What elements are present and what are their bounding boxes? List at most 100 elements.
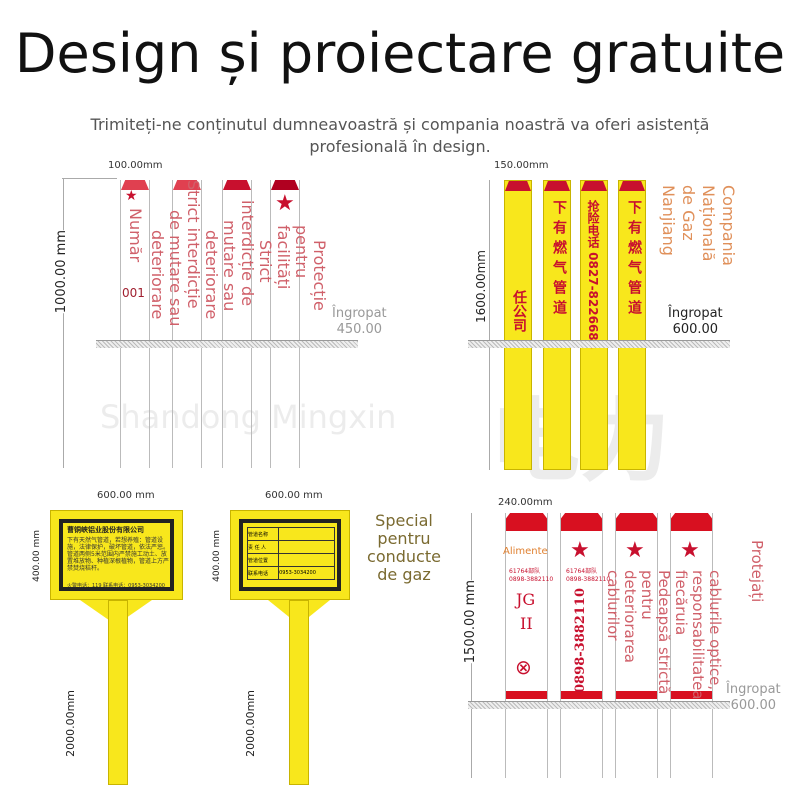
width-dimension: 240.00mm xyxy=(498,497,553,508)
post-text: 任公司 xyxy=(511,290,527,332)
graphic-element xyxy=(505,181,531,191)
height-dimension: 1000.00 mm xyxy=(54,230,69,314)
label: cablurilor xyxy=(604,570,622,641)
label: Protejați xyxy=(748,540,766,603)
label: deteriorarea xyxy=(621,570,639,663)
graphic-element xyxy=(278,540,335,554)
marker-post xyxy=(270,180,300,468)
graphic-element: Special xyxy=(375,511,433,530)
graphic-element xyxy=(121,180,149,190)
graphic-element xyxy=(506,513,547,531)
graphic-element: Îngropat xyxy=(726,682,781,697)
page-title: Design și proiectare gratuite xyxy=(14,22,786,85)
graphic-element: 联系电话 xyxy=(246,566,280,580)
label: mutare sau xyxy=(220,220,239,312)
height-dimension: 400.00 mm xyxy=(32,530,42,582)
label: Compania xyxy=(719,185,738,266)
ground-line xyxy=(468,340,730,348)
graphic-element: 600.00 xyxy=(730,698,777,713)
graphic-element xyxy=(561,691,602,699)
label: pentru xyxy=(292,225,311,279)
graphic-element: 管道位置 xyxy=(246,553,335,567)
graphic-element: pentru xyxy=(377,529,431,548)
graphic-element xyxy=(62,178,117,179)
graphic-element: 0898-3882110 xyxy=(573,588,588,693)
label: Strict xyxy=(256,240,275,283)
graphic-element xyxy=(616,513,657,531)
marker-post xyxy=(560,513,603,778)
graphic-element: JG xyxy=(516,590,536,609)
marker-post xyxy=(222,180,252,468)
label: cablurile optice, xyxy=(706,570,724,691)
label: de mutare sau xyxy=(166,210,185,327)
graphic-element xyxy=(619,181,645,191)
sign-pole xyxy=(289,600,309,785)
graphic-element: 管道名称 xyxy=(246,527,335,541)
post-text: 抢险电话 0827-8226688 xyxy=(586,200,600,350)
marker-post xyxy=(120,180,150,468)
width-dimension: 100.00mm xyxy=(108,160,163,171)
label: interdicție de xyxy=(238,200,257,307)
post-number: 001 xyxy=(122,286,145,300)
graphic-element: 下有天然气管道，若想养殖：管道设施，法律保护，破坏管道，依法严惩。管道两侧5米范… xyxy=(67,537,170,572)
graphic-element: 曹铜峡铝业股份有限公司 xyxy=(67,526,144,534)
graphic-element xyxy=(63,178,64,468)
marker-post xyxy=(580,180,608,470)
height-dimension: 400.00 mm xyxy=(212,530,222,582)
graphic-element xyxy=(59,519,174,591)
graphic-element: II xyxy=(520,614,533,633)
no-dig-icon: ⊗ xyxy=(515,655,532,679)
graphic-element xyxy=(271,180,299,190)
graphic-element xyxy=(489,180,490,470)
graphic-element: 责 任 人 xyxy=(246,540,335,554)
graphic-element xyxy=(278,553,335,567)
graphic-element xyxy=(223,180,251,190)
marker-post xyxy=(618,180,646,470)
graphic-element: Îngropat xyxy=(332,306,387,321)
graphic-element xyxy=(581,181,607,191)
graphic-element xyxy=(173,180,201,190)
label: responsabilitatea xyxy=(689,570,707,700)
graphic-element xyxy=(506,691,547,699)
label: Strict interdicție xyxy=(184,180,203,309)
label: pentru xyxy=(638,570,656,620)
sign-pole xyxy=(108,600,128,785)
graphic-element: Îngropat xyxy=(668,306,723,321)
marker-post xyxy=(670,513,713,778)
star-icon: ★ xyxy=(275,191,295,216)
marker-post xyxy=(504,180,532,470)
graphic-element: 0953-3034200 xyxy=(278,566,335,580)
label: Alimente xyxy=(503,546,548,557)
marker-post xyxy=(543,180,571,470)
signboard: 曹铜峡铝业股份有限公司 下有天然气管道，若想养殖：管道设施，法律保护，破坏管道，… xyxy=(50,510,183,600)
marker-post xyxy=(615,513,658,778)
label: Nanjiang xyxy=(659,185,678,256)
marker-post xyxy=(172,180,202,468)
post-text: 下有燃气管道 xyxy=(551,200,567,320)
marker-post xyxy=(505,513,548,778)
pole-dimension: 2000.00mm xyxy=(244,690,257,757)
graphic-element: 0898-3882110 xyxy=(566,576,611,583)
graphic-element: 0898-3882110 xyxy=(509,576,554,583)
graphic-element: 火警电话：119 联系电话：0953-3034200 xyxy=(67,583,165,589)
graphic-element xyxy=(616,691,657,699)
label: Națională xyxy=(699,185,718,262)
graphic-element: 责 任 人 xyxy=(246,540,280,554)
graphic-element: conducte xyxy=(367,547,441,566)
label: Pedeapsă strictă xyxy=(655,570,673,695)
width-dimension: 600.00 mm xyxy=(97,490,155,501)
graphic-element: 61764部队 xyxy=(509,568,541,575)
ground-line xyxy=(96,340,358,348)
height-dimension: 1500.00 mm xyxy=(463,580,478,664)
graphic-element: 450.00 xyxy=(336,322,383,337)
page-subtitle: Trimiteți-ne conținutul dumneavoastră și… xyxy=(90,115,710,156)
height-dimension: 1600.00mm xyxy=(474,250,488,324)
